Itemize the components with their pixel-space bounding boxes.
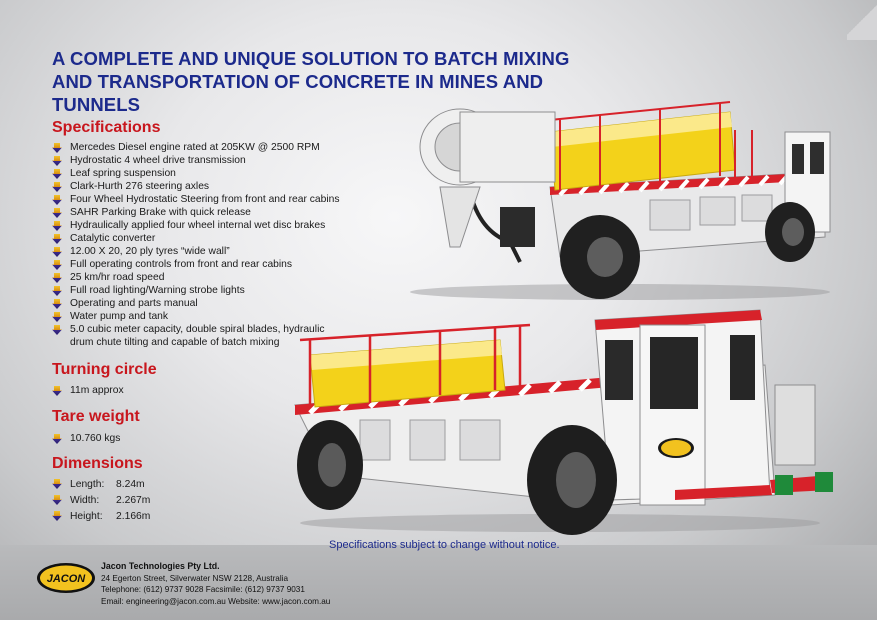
arrow-down-icon <box>52 234 62 244</box>
arrow-down-icon <box>52 434 62 444</box>
list-item: Hydraulically applied four wheel interna… <box>52 219 340 232</box>
arrow-down-icon <box>52 495 62 505</box>
jacon-logo: JACON <box>37 563 95 593</box>
list-item: Water pump and tank <box>52 310 340 323</box>
arrow-down-icon <box>52 312 62 322</box>
headline: A COMPLETE AND UNIQUE SOLUTION TO BATCH … <box>52 47 612 116</box>
list-item: 25 km/hr road speed <box>52 271 340 284</box>
dimensions-title: Dimensions <box>52 455 143 472</box>
arrow-down-icon <box>52 260 62 270</box>
page-corner <box>847 0 877 40</box>
arrow-down-icon <box>52 286 62 296</box>
list-item: 10.760 kgs <box>52 432 120 445</box>
arrow-down-icon <box>52 208 62 218</box>
list-item: 12.00 X 20, 20 ply tyres “wide wall” <box>52 245 340 258</box>
specifications-list: Mercedes Diesel engine rated at 205KW @ … <box>52 141 340 349</box>
turning-circle-list: 11m approx <box>52 384 124 397</box>
turning-circle-title: Turning circle <box>52 361 157 378</box>
arrow-down-icon <box>52 325 62 335</box>
company-info: Jacon Technologies Pty Ltd. 24 Egerton S… <box>101 561 330 607</box>
list-item: Length:8.24m <box>52 477 150 493</box>
arrow-down-icon <box>52 299 62 309</box>
arrow-down-icon <box>52 169 62 179</box>
dimensions-list: Length:8.24m Width:2.267m Height:2.166m <box>52 477 150 525</box>
arrow-down-icon <box>52 247 62 257</box>
arrow-down-icon <box>52 221 62 231</box>
list-item: Hydrostatic 4 wheel drive transmission <box>52 154 340 167</box>
headline-line-1: A COMPLETE AND UNIQUE SOLUTION TO BATCH … <box>52 48 570 69</box>
tare-weight-list: 10.760 kgs <box>52 432 120 445</box>
list-item: Full operating controls from front and r… <box>52 258 340 271</box>
list-item: Leaf spring suspension <box>52 167 340 180</box>
arrow-down-icon <box>52 195 62 205</box>
list-item: Full road lighting/Warning strobe lights <box>52 284 340 297</box>
company-contact: Email: engineering@jacon.com.au Website:… <box>101 596 331 606</box>
headline-line-2: AND TRANSPORTATION OF CONCRETE IN MINES … <box>52 71 544 115</box>
list-item: Width:2.267m <box>52 493 150 509</box>
list-item: Operating and parts manual <box>52 297 340 310</box>
arrow-down-icon <box>52 182 62 192</box>
list-item: Clark-Hurth 276 steering axles <box>52 180 340 193</box>
list-item: 11m approx <box>52 384 124 397</box>
list-item: SAHR Parking Brake with quick release <box>52 206 340 219</box>
arrow-down-icon <box>52 143 62 153</box>
tare-weight-title: Tare weight <box>52 408 140 425</box>
mixer-truck-top-image <box>410 101 831 300</box>
arrow-down-icon <box>52 511 62 521</box>
mixer-truck-bottom-image <box>294 309 833 535</box>
list-item: Mercedes Diesel engine rated at 205KW @ … <box>52 141 340 154</box>
specifications-title: Specifications <box>52 119 161 136</box>
arrow-down-icon <box>52 479 62 489</box>
company-name: Jacon Technologies Pty Ltd. <box>101 561 220 571</box>
list-item-continuation: drum chute tilting and capable of batch … <box>70 337 280 348</box>
list-item: Height:2.166m <box>52 509 150 525</box>
arrow-down-icon <box>52 156 62 166</box>
logo-text: JACON <box>47 573 87 585</box>
company-phone: Telephone: (612) 9737 9028 Facsimile: (6… <box>101 585 305 594</box>
arrow-down-icon <box>52 386 62 396</box>
company-address: 24 Egerton Street, Silverwater NSW 2128,… <box>101 573 289 583</box>
change-notice: Specifications subject to change without… <box>329 539 560 551</box>
list-item: 5.0 cubic meter capacity, double spiral … <box>52 323 340 336</box>
arrow-down-icon <box>52 273 62 283</box>
footer-band <box>0 545 877 620</box>
list-item: Catalytic converter <box>52 232 340 245</box>
list-item: Four Wheel Hydrostatic Steering from fro… <box>52 193 340 206</box>
